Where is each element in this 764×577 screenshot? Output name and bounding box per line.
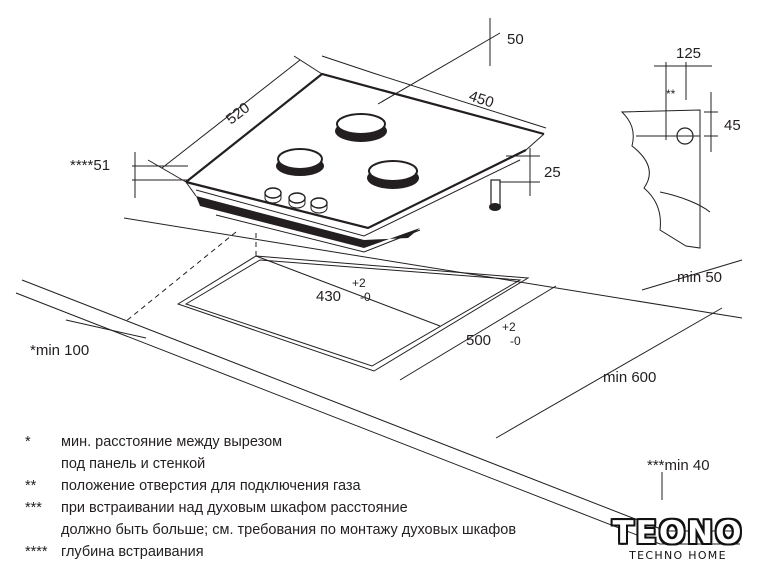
dim-51: ****51	[70, 157, 110, 174]
footnote-text: мин. расстояние между вырезом	[61, 434, 283, 450]
gas-connection-detail	[620, 62, 718, 249]
hob	[185, 72, 545, 253]
footnote: должно быть больше; см. требования по мо…	[25, 519, 595, 541]
burner-left	[276, 148, 324, 176]
dim-500-tol-minus: -0	[510, 334, 521, 348]
burner-back	[335, 113, 387, 142]
footnote-mark: ***	[25, 500, 42, 516]
dim-430-tol-minus: -0	[360, 290, 371, 304]
footnote-text: глубина встраивания	[61, 544, 204, 560]
dim-gas-marker: **	[666, 87, 676, 101]
cutout	[124, 230, 530, 372]
dim-50: 50	[507, 31, 524, 48]
dim-520: 520	[223, 99, 253, 128]
footnote: под панель и стенкой	[25, 453, 595, 475]
dim-min-100: *min 100	[30, 342, 89, 359]
footnote: *** при встраивании над духовым шкафом р…	[25, 497, 595, 519]
dim-450: 450	[467, 88, 496, 112]
dim-min-600: min 600	[603, 369, 656, 386]
brand-tagline: TECHNO HOME	[629, 549, 727, 562]
dimension-lines	[65, 18, 743, 500]
footnotes: * мин. расстояние между вырезом под пане…	[25, 431, 595, 563]
burner-right	[367, 160, 419, 189]
footnote: **** глубина встраивания	[25, 541, 595, 563]
gas-connector	[489, 179, 501, 211]
footnote-text: положение отверстия для подключения газа	[61, 478, 361, 494]
dim-45: 45	[724, 117, 741, 134]
brand-name: TEONO	[612, 515, 744, 551]
footnote: ** положение отверстия для подключения г…	[25, 475, 595, 497]
dim-430: 430	[316, 288, 341, 305]
footnote-mark: **	[25, 478, 37, 494]
dim-500: 500	[466, 332, 491, 349]
footnote-mark: *	[25, 434, 31, 450]
dim-min-40: ***min 40	[647, 457, 710, 474]
footnote-mark: ****	[25, 544, 48, 560]
footnote-text: должно быть больше; см. требования по мо…	[61, 522, 517, 538]
dim-min-50: min 50	[677, 269, 722, 286]
dim-125: 125	[676, 45, 701, 62]
countertop	[15, 217, 743, 545]
footnote-text: при встраивании над духовым шкафом расст…	[61, 500, 408, 516]
control-knobs	[264, 187, 328, 214]
footnote-text: под панель и стенкой	[61, 456, 206, 472]
footnote: * мин. расстояние между вырезом	[25, 431, 595, 453]
dim-500-tol-plus: +2	[502, 320, 516, 334]
brand-logo: TEONO TECHNO HOME	[603, 517, 753, 563]
dim-430-tol-plus: +2	[352, 276, 366, 290]
dim-25: 25	[544, 164, 561, 181]
